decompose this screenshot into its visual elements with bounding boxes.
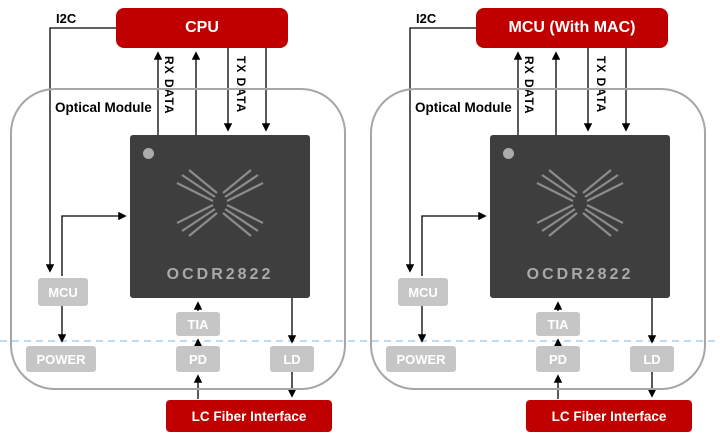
fiber-interface-box: LC Fiber Interface [526, 400, 692, 432]
pd-box: PD [176, 346, 220, 372]
host-box: MCU (With MAC) [476, 8, 668, 48]
diagram-panel-mcu-mac: I2C MCU (With MAC) RX DATA TX DATA Optic… [360, 0, 720, 440]
chip-pin1-dot [143, 148, 154, 159]
pd-box: PD [536, 346, 580, 372]
ld-box: LD [270, 346, 314, 372]
chip: OCDR2822 [130, 135, 310, 298]
optical-module-label: Optical Module [55, 100, 152, 115]
host-box: CPU [116, 8, 288, 48]
chip-part-number: OCDR2822 [526, 266, 634, 283]
power-box: POWER [26, 346, 96, 372]
i2c-label: I2C [416, 11, 437, 26]
tx-data-label: TX DATA [234, 56, 248, 114]
mcu-box: MCU [398, 278, 448, 306]
power-box: POWER [386, 346, 456, 372]
ld-box: LD [630, 346, 674, 372]
tx-data-label: TX DATA [594, 56, 608, 114]
chip-pin1-dot [503, 148, 514, 159]
chip: OCDR2822 [490, 135, 670, 298]
rx-data-label: RX DATA [162, 56, 176, 115]
rx-data-label: RX DATA [522, 56, 536, 115]
diagram-panel-cpu: I2C CPU RX DATA TX DATA Optical Module O… [10, 8, 346, 432]
optical-module-label: Optical Module [415, 100, 512, 115]
fiber-interface-box: LC Fiber Interface [166, 400, 332, 432]
tia-box: TIA [176, 312, 220, 336]
tia-box: TIA [536, 312, 580, 336]
chip-part-number: OCDR2822 [166, 266, 274, 283]
chip-logo-icon [176, 169, 264, 237]
optical-module-outline [10, 88, 346, 390]
chip-logo-icon [536, 169, 624, 237]
i2c-label: I2C [56, 11, 77, 26]
optical-module-outline [370, 88, 706, 390]
mcu-box: MCU [38, 278, 88, 306]
